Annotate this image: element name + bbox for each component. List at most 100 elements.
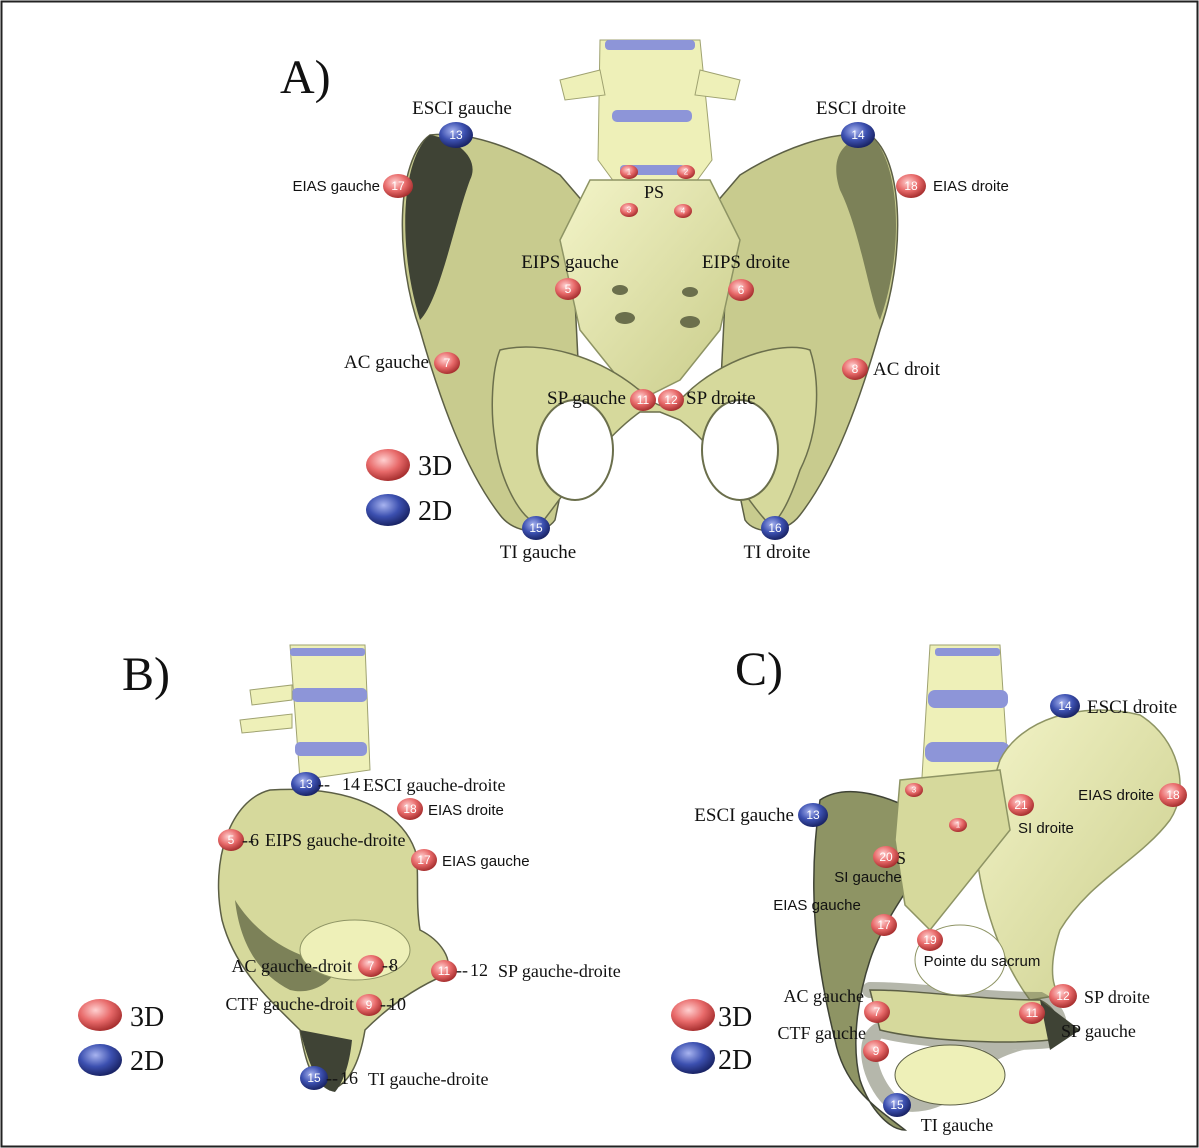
landmark-3: 3 xyxy=(905,783,923,797)
landmark-number: 17 xyxy=(391,179,405,193)
right-obturator-foramen xyxy=(702,400,778,500)
legend-3d-label: 3D xyxy=(718,1002,752,1033)
panel-a-title: A) xyxy=(280,51,331,104)
disc xyxy=(290,648,365,656)
landmark-4: 4 xyxy=(674,204,692,218)
landmark-12: 12 SP droite xyxy=(1049,984,1150,1008)
landmark-number: 17 xyxy=(877,918,891,932)
landmark-number: 1 xyxy=(627,168,632,177)
landmark-label: TI gauche xyxy=(500,542,576,563)
landmark-number: 3 xyxy=(627,206,632,215)
landmark-label: AC gauche xyxy=(344,352,429,373)
landmark-number: 11 xyxy=(438,964,451,978)
landmark-13-14: 13 -- 14 ESCI gauche-droite xyxy=(291,772,505,796)
legend-2d-label: 2D xyxy=(130,1046,164,1077)
disc xyxy=(292,688,367,702)
landmark-number: 15 xyxy=(529,521,543,535)
landmark-label: EIPS gauche-droite xyxy=(265,830,405,850)
landmark-7-8: 7 -- 8 AC gauche-droit xyxy=(232,955,398,977)
landmark-label: EIAS droite xyxy=(1078,787,1154,804)
landmark-number: 4 xyxy=(681,207,686,216)
disc xyxy=(935,648,1000,656)
landmark-number-2: 6 xyxy=(250,830,259,850)
legend-2d-swatch xyxy=(366,494,410,526)
disc xyxy=(605,40,695,50)
landmark-number: 7 xyxy=(444,356,451,370)
landmark-number: 14 xyxy=(851,128,865,142)
landmark-number: 6 xyxy=(738,283,745,297)
legend-3d-label: 3D xyxy=(418,451,452,482)
landmark-11: 11 SP gauche xyxy=(547,388,656,411)
landmark-number: 16 xyxy=(768,521,782,535)
landmark-label: AC gauche-droit xyxy=(232,956,352,976)
landmark-number: 5 xyxy=(228,833,235,847)
landmark-number: 12 xyxy=(664,393,678,407)
landmark-number: 2 xyxy=(684,168,689,177)
landmark-number: 18 xyxy=(904,179,918,193)
landmark-label: EIAS droite xyxy=(428,802,504,819)
landmark-number: 18 xyxy=(403,802,417,816)
landmark-label: EIAS gauche xyxy=(292,178,380,195)
legend-3d-swatch xyxy=(78,999,122,1031)
landmark-label: ESCI gauche-droite xyxy=(363,775,505,795)
left-obturator-foramen xyxy=(537,400,613,500)
landmark-label: AC droit xyxy=(873,359,941,380)
landmark-5-6: 5 -- 6 EIPS gauche-droite xyxy=(218,829,405,851)
legend-2d-swatch xyxy=(671,1042,715,1074)
landmark-1: 1 xyxy=(620,165,638,179)
landmark-18: 18 EIAS droite xyxy=(397,798,504,820)
disc xyxy=(925,742,1010,762)
landmark-label: CTF gauche xyxy=(778,1023,866,1043)
landmark-label: TI droite xyxy=(743,542,810,563)
landmark-dash: -- xyxy=(318,774,330,794)
landmark-number: 18 xyxy=(1166,788,1180,802)
landmark-label: SP droite xyxy=(686,388,756,409)
landmark-label: ESCI gauche xyxy=(412,98,512,119)
landmark-number: 12 xyxy=(1056,989,1070,1003)
landmark-label: EIAS droite xyxy=(933,178,1009,195)
landmark-label: ESCI droite xyxy=(816,98,906,119)
landmark-8: 8 AC droit xyxy=(842,358,941,380)
landmark-number-2: 10 xyxy=(388,994,406,1014)
landmark-number-2: 12 xyxy=(470,960,488,980)
landmark-15-16: 15 -- 16 TI gauche-droite xyxy=(300,1066,488,1090)
landmark-number: 7 xyxy=(874,1005,881,1019)
landmark-label: EIAS gauche xyxy=(773,897,861,914)
legend-2d-label: 2D xyxy=(418,496,452,527)
landmark-dash: -- xyxy=(326,1068,338,1088)
disc xyxy=(295,742,367,756)
landmark-number: 9 xyxy=(873,1044,880,1058)
legend-3d-label: 3D xyxy=(130,1002,164,1033)
legend-2d-swatch xyxy=(78,1044,122,1076)
landmark-13: 13 ESCI gauche xyxy=(694,803,828,827)
landmark-label: EIPS gauche xyxy=(521,252,619,273)
landmark-label: SP gauche-droite xyxy=(498,961,621,981)
landmark-3: 3 xyxy=(620,203,638,217)
landmark-number: 7 xyxy=(368,959,375,973)
landmark-label: CTF gauche-droit xyxy=(226,994,354,1014)
landmark-number: 21 xyxy=(1014,798,1028,812)
landmark-number: 5 xyxy=(565,282,572,296)
landmark-number: 15 xyxy=(890,1098,904,1112)
landmark-dash: -- xyxy=(456,960,468,980)
landmark-number: 1 xyxy=(956,821,961,830)
landmark-number-2: 8 xyxy=(389,955,398,975)
legend-3d-swatch xyxy=(671,999,715,1031)
legend-2d-label: 2D xyxy=(718,1045,752,1076)
landmark-number: 3 xyxy=(912,786,917,795)
landmark-number: 13 xyxy=(806,808,820,822)
panel-c-title: C) xyxy=(735,643,783,696)
landmark-number: 13 xyxy=(299,777,313,791)
landmark-label: AC gauche xyxy=(784,986,864,1006)
panel-b-title: B) xyxy=(122,648,170,701)
landmark-number-2: 16 xyxy=(340,1068,358,1088)
landmark-label: SI droite xyxy=(1018,820,1074,837)
landmark-17: 17 EIAS gauche xyxy=(411,849,530,871)
landmark-label: SP droite xyxy=(1084,987,1150,1007)
disc xyxy=(612,110,692,122)
landmark-label: EIPS droite xyxy=(702,252,790,273)
landmark-number: 9 xyxy=(366,998,373,1012)
landmark-18: 18 EIAS droite xyxy=(1078,783,1187,807)
landmark-label: SP gauche xyxy=(1061,1021,1136,1041)
